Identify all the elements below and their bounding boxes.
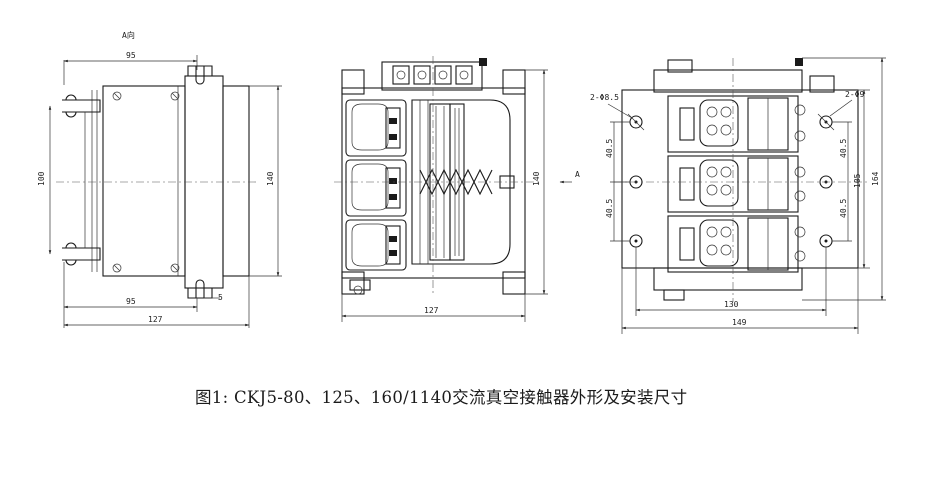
side-body-plate bbox=[102, 85, 186, 277]
dim-rear-outer-height: 164 bbox=[802, 57, 886, 301]
dim-bottom-inner: 95 bbox=[63, 262, 198, 328]
vacuum-chambers bbox=[345, 99, 407, 271]
top-mounting-tab bbox=[187, 65, 213, 85]
dim-rear-width-value: 130 bbox=[724, 300, 739, 309]
bracket-top-left bbox=[62, 94, 101, 118]
dim-front-height: 140 bbox=[525, 69, 548, 295]
view-direction-label: A向 bbox=[122, 30, 135, 40]
dim-bottom-small: 5 bbox=[204, 293, 223, 302]
hole-left-label: 2-Φ8.5 bbox=[590, 93, 619, 102]
dim-rear-outer-width: 149 bbox=[621, 268, 859, 334]
screw-icon bbox=[112, 91, 180, 273]
dim-left-pitch-lower: 40.5 bbox=[605, 199, 614, 218]
front-view: 140 127 A bbox=[334, 56, 580, 322]
hole-right-label: 2-Φ9 bbox=[845, 90, 864, 99]
dim-right-height: 140 bbox=[249, 85, 282, 277]
dim-left-pitch-upper: 40.5 bbox=[605, 139, 614, 158]
dim-rear-height: 105 bbox=[853, 89, 870, 269]
spring-icon bbox=[419, 168, 493, 184]
front-frame bbox=[341, 87, 526, 279]
bottom-mounting-tab bbox=[187, 279, 213, 299]
dim-rear-width: 130 bbox=[635, 247, 827, 316]
dim-right-pitch: 40.5 40.5 bbox=[832, 121, 852, 242]
side-view: A向 95 1 bbox=[37, 30, 282, 328]
dim-rear-outer-height-value: 164 bbox=[871, 171, 880, 186]
dim-left-pitch: 40.5 40.5 bbox=[605, 121, 630, 242]
figure-caption: 图1: CKJ5-80、125、160/1140交流真空接触器外形及安装尺寸 bbox=[195, 388, 688, 407]
dim-rear-outer-width-value: 149 bbox=[732, 318, 747, 327]
mounting-hole-icon bbox=[627, 113, 835, 248]
view-arrow-icon: A bbox=[559, 170, 580, 184]
dim-front-width: 127 bbox=[341, 294, 526, 322]
dim-rear-height-value: 105 bbox=[853, 173, 862, 188]
dim-right-pitch-upper: 40.5 bbox=[839, 139, 848, 158]
pole-rows bbox=[667, 95, 806, 273]
dim-small-value: 5 bbox=[218, 293, 223, 302]
dim-front-height-value: 140 bbox=[532, 171, 541, 186]
dim-left-height-value: 100 bbox=[37, 171, 46, 186]
dim-top-value: 95 bbox=[126, 51, 136, 60]
contactor-dimension-drawing: A向 95 1 bbox=[37, 30, 886, 334]
hole-callouts: 2-Φ8.5 2-Φ9 bbox=[590, 90, 864, 119]
dim-left-height: 100 bbox=[37, 105, 52, 255]
rear-view: 2-Φ8.5 2-Φ9 40.5 40.5 40.5 40.5 bbox=[590, 57, 886, 334]
dim-front-width-value: 127 bbox=[424, 306, 439, 315]
dim-right-pitch-lower: 40.5 bbox=[839, 199, 848, 218]
terminal-block bbox=[381, 58, 487, 91]
dim-bottom-outer: 127 bbox=[63, 276, 250, 328]
dim-bottom-inner-value: 95 bbox=[126, 297, 136, 306]
dim-top-width: 95 bbox=[63, 51, 198, 85]
dim-bottom-outer-value: 127 bbox=[148, 315, 163, 324]
view-arrow-label: A bbox=[575, 170, 580, 179]
bracket-bottom-left bbox=[62, 242, 101, 266]
side-body-rear bbox=[222, 85, 250, 277]
dim-right-height-value: 140 bbox=[266, 171, 275, 186]
